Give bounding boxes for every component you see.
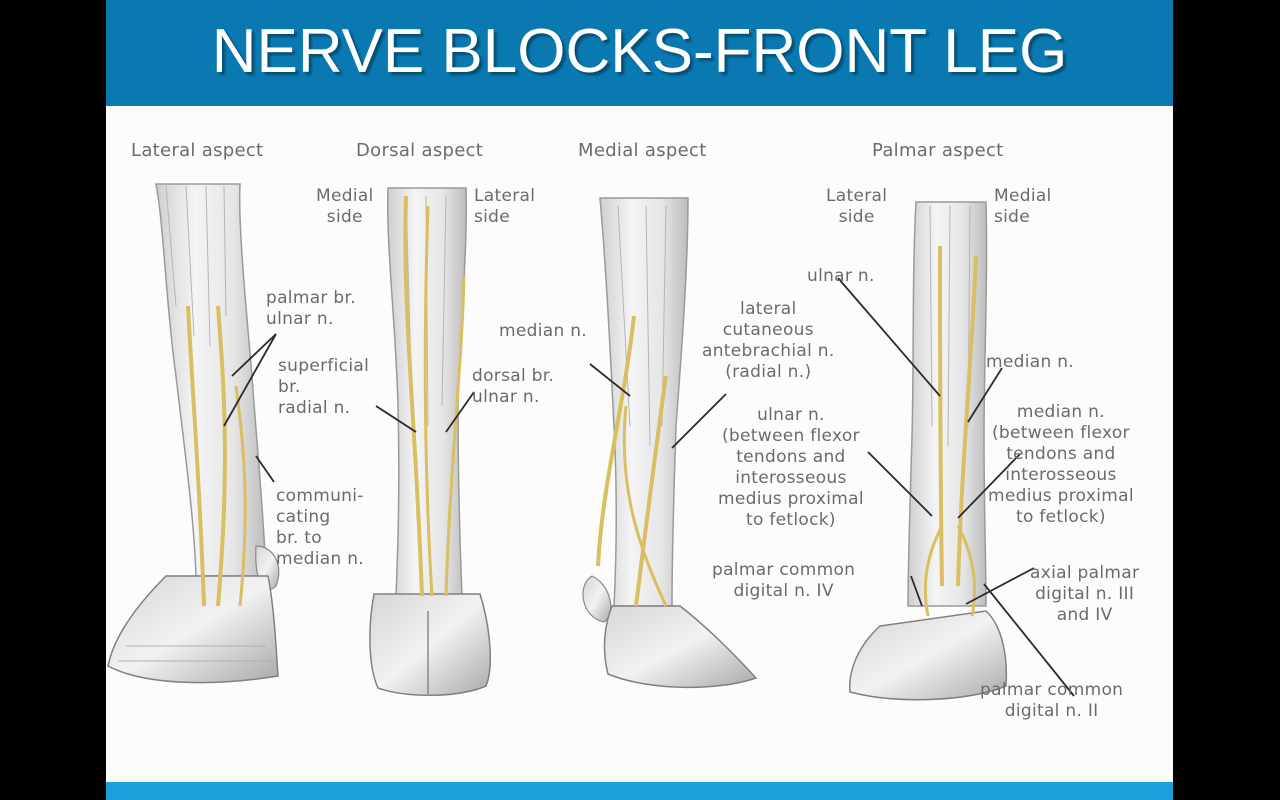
superficial-br-radial-label: superficial br. radial n.	[278, 356, 370, 418]
slide: NERVE BLOCKS-FRONT LEG	[106, 0, 1173, 800]
median-n-between-label: median n. (between flexor tendons and in…	[988, 402, 1134, 527]
limb-dorsal	[369, 187, 491, 697]
limb-palmar	[849, 201, 1008, 701]
bottom-bar	[106, 782, 1173, 800]
limb-medial	[582, 197, 758, 689]
ulnar-n-between-label: ulnar n. (between flexor tendons and int…	[718, 405, 864, 530]
dorsal-medial-side-label: Medial side	[316, 186, 374, 227]
pointer-lines	[223, 277, 1075, 697]
nerve-diagram	[107, 183, 1075, 701]
lateral-cutaneous-label: lateral cutaneous antebrachial n. (radia…	[702, 299, 835, 382]
axial-palmar-label: axial palmar digital n. III and IV	[1030, 563, 1140, 625]
title-bar: NERVE BLOCKS-FRONT LEG	[106, 0, 1173, 106]
dorsal-br-ulnar-label: dorsal br. ulnar n.	[472, 366, 555, 407]
dorsal-lateral-side-label: Lateral side	[474, 186, 536, 227]
limb-lateral	[107, 183, 280, 684]
palmar-medial-side-label: Medial side	[994, 186, 1052, 227]
slide-title: NERVE BLOCKS-FRONT LEG	[211, 17, 1068, 86]
ulnar-n-palmar-label: ulnar n.	[807, 266, 875, 286]
palmar-lateral-side-label: Lateral side	[826, 186, 888, 227]
median-n-palmar-label: median n.	[986, 352, 1075, 372]
communicating-br-label: communi- cating br. to median n.	[276, 486, 365, 569]
median-n-medial-label: median n.	[499, 321, 588, 341]
palmar-common-ii-label: palmar common digital n. II	[980, 680, 1124, 721]
aspect-palmar-label: Palmar aspect	[872, 140, 1004, 161]
aspect-medial-label: Medial aspect	[578, 140, 707, 161]
aspect-dorsal-label: Dorsal aspect	[356, 140, 484, 161]
aspect-lateral-label: Lateral aspect	[131, 140, 264, 161]
palmar-br-ulnar-label: palmar br. ulnar n.	[266, 288, 356, 329]
palmar-common-iv-label: palmar common digital n. IV	[712, 560, 856, 601]
